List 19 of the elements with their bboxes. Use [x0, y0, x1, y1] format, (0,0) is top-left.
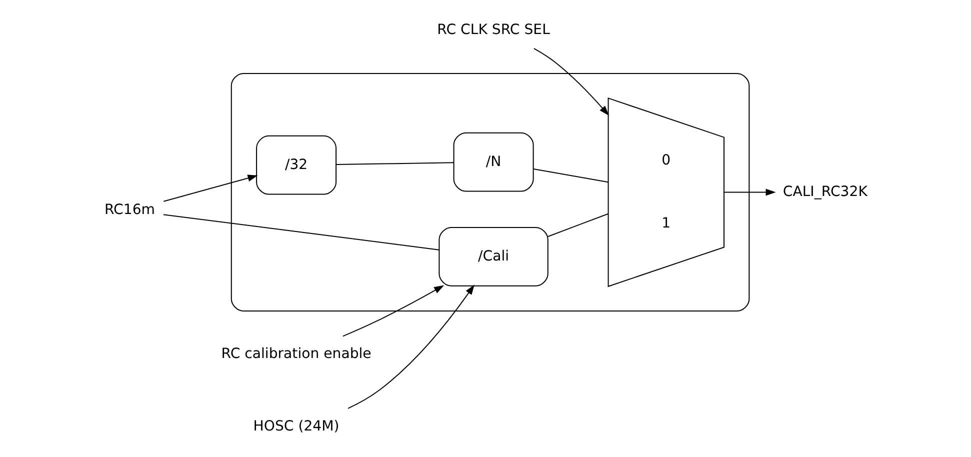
node-text: RC CLK SRC SEL: [436, 22, 550, 38]
node-text: RC calibration enable: [220, 346, 371, 362]
node-box: /32: [256, 135, 336, 195]
node-box: 0 1: [607, 97, 724, 288]
node-text: RC16m: [104, 202, 155, 218]
cluster: [230, 73, 750, 312]
node-box: /N: [452, 132, 534, 192]
node-box: /Cali: [438, 227, 548, 286]
arrow: [342, 285, 444, 337]
connector: [533, 168, 608, 183]
connector: [162, 214, 439, 250]
arrow: [347, 284, 474, 409]
arrow: [724, 188, 776, 196]
node-text: HOSC (24M): [252, 418, 339, 434]
connector: [547, 213, 608, 237]
arrow: [533, 48, 608, 116]
connector: [336, 162, 454, 165]
arrow: [163, 174, 258, 202]
node-text: CALI_RC32K: [782, 184, 867, 200]
